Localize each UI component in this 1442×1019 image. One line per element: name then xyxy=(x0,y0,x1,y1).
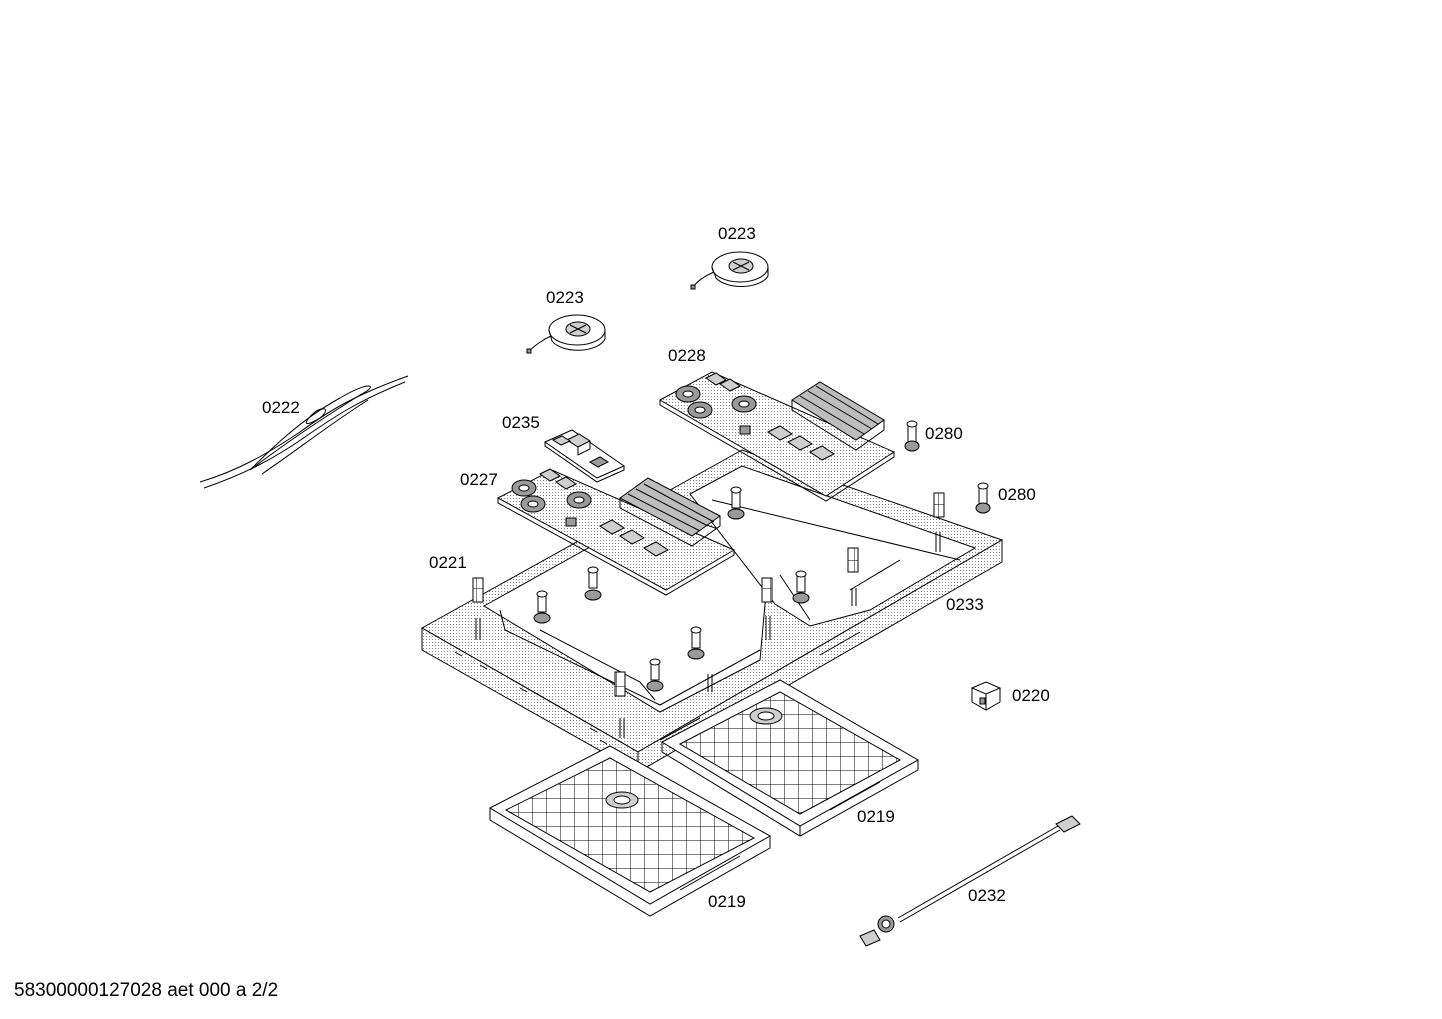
frame-label: 0233 xyxy=(946,595,984,614)
pin-upper-label: 0280 xyxy=(925,424,963,443)
spring-label: 0221 xyxy=(429,553,467,572)
fan-right-part xyxy=(690,251,769,290)
board-left-label: 0227 xyxy=(460,470,498,489)
tray-left-part xyxy=(488,745,772,917)
fan-left-label: 0223 xyxy=(546,288,584,307)
pin-lower-label: 0280 xyxy=(998,485,1036,504)
filter-board-part xyxy=(543,429,626,483)
ribbon-cable-part xyxy=(859,815,1081,947)
clip-label: 0220 xyxy=(1012,686,1050,705)
filter-board-label: 0235 xyxy=(502,413,540,432)
tray-right-label: 0219 xyxy=(857,807,895,826)
cable-label: 0222 xyxy=(262,398,300,417)
board-right-label: 0228 xyxy=(668,346,706,365)
fan-left-part xyxy=(526,314,606,354)
clip-part xyxy=(970,681,1002,711)
power-board-right-part xyxy=(658,371,896,502)
power-cable-part xyxy=(199,375,409,489)
springs-part xyxy=(472,492,945,738)
ribbon-cable-label: 0232 xyxy=(968,886,1006,905)
tray-right-part xyxy=(660,679,920,837)
tray-left-label: 0219 xyxy=(708,892,746,911)
power-board-left-part xyxy=(496,468,736,596)
fan-right-label: 0223 xyxy=(718,224,756,243)
standoffs-part xyxy=(533,486,810,692)
document-footer: 58300000127028 aet 000 a 2/2 xyxy=(14,980,279,1001)
pins-part xyxy=(904,420,991,514)
